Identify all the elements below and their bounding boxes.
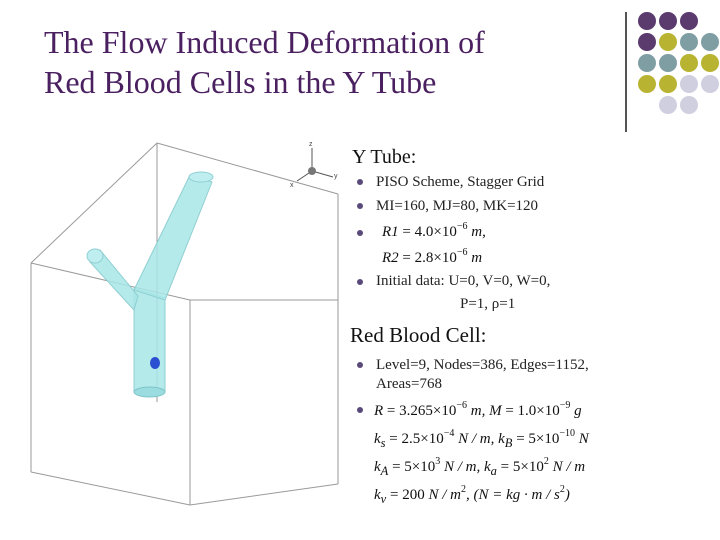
axis-label-z: z [309,141,313,148]
r2-symbol: R2 [382,250,399,266]
eq1-m: M [489,403,502,419]
eq4-newton-exp: 2 [559,484,565,495]
eq1-m-unit: g [570,403,582,419]
slide-title: The Flow Induced Deformation of Red Bloo… [44,22,604,102]
eq1-r: R [374,403,384,419]
dot [638,54,656,72]
rbc-ks-kb-equation: ks = 2.5×10−4 N / m, kB = 5×10−10 N [374,428,589,452]
y-tube-bullet-scheme: PISO Scheme, Stagger Grid [376,174,545,190]
rbc-heading: Red Blood Cell: [350,323,487,347]
eq2-unit: N / m, [454,431,499,447]
eq4-close: ) [564,487,570,503]
r2-unit: m [467,250,483,266]
eq3-value: = 5×10 [388,459,436,475]
eq1-r-exp: −6 [456,400,467,411]
dot [701,54,719,72]
dot [659,33,677,51]
axis-label-y: y [334,173,338,180]
dot [638,75,656,93]
eq2-k-sub: s [380,436,386,450]
r1-unit: m, [467,224,486,240]
eq2-kb-sub: B [504,436,513,450]
eq3-unit: N / m, [440,459,484,475]
decorative-dot-grid [638,12,719,114]
y-tube [86,171,214,398]
eq3-ka-sub: a [490,464,497,478]
axis-label-x: x [290,182,294,189]
eq3-ka: k [484,459,491,475]
bullet-dot [357,230,363,236]
dot [659,96,677,114]
initial-data-line-2: P=1, ρ=1 [460,296,516,312]
rbc-mesh-line-2: Areas=768 [376,376,442,392]
eq3-ka-value: = 5×10 [496,459,544,475]
eq1-r-value: = 3.265×10 [383,403,457,419]
bullet-dot [357,203,363,209]
eq1-r-unit: m, [466,403,490,419]
title-line-1: The Flow Induced Deformation of [44,24,485,60]
eq1-m-value: = 1.0×10 [501,403,560,419]
eq1-m-exp: −9 [559,400,571,411]
r1-symbol: R1 [382,224,399,240]
eq2-exp: −4 [443,428,455,439]
bullet-dot [357,362,363,368]
eq3-exp: 3 [435,456,441,467]
dot [680,75,698,93]
radius-r1-equation: R1 = 4.0×10−6 m, [382,221,486,241]
bullet-dot [357,407,363,413]
initial-data-line-1: Initial data: U=0, V=0, W=0, [376,273,551,289]
r2-value: = 2.8×10 [398,250,457,266]
eq3-ka-exp: 2 [543,456,549,467]
r1-value: = 4.0×10 [398,224,457,240]
axis-triad: z x y [290,141,338,189]
radius-r2-equation: R2 = 2.8×10−6 m [382,247,483,267]
bullet-dot [357,179,363,185]
y-tube-bullet-grid: MI=160, MJ=80, MK=120 [376,198,539,214]
rbc-kv-equation: kv = 200 N / m2, (N = kg · m / s2) [374,484,570,508]
eq4-unit: N / m [428,487,461,503]
dot [680,54,698,72]
eq4-value: = 200 [386,487,429,503]
red-blood-cell [150,357,160,369]
title-divider [625,12,627,132]
eq3-k: k [374,459,381,475]
dot [701,33,719,51]
eq4-newton-def: , (N = kg · m / s [465,487,560,503]
dot [680,33,698,51]
eq3-ka-unit: N / m [548,459,586,475]
rbc-mesh-line-1: Level=9, Nodes=386, Edges=1152, [376,357,589,373]
dot [701,75,719,93]
r2-exponent: −6 [456,247,468,258]
dot [659,54,677,72]
eq2-kb: k [498,431,505,447]
title-line-2: Red Blood Cells in the Y Tube [44,64,437,100]
eq2-kb-unit: N [575,431,589,447]
rbc-ka-ka-equation: kA = 5×103 N / m, ka = 5×102 N / m [374,456,586,480]
eq2-kb-value: = 5×10 [512,431,560,447]
r1-exponent: −6 [456,221,468,232]
y-tube-heading: Y Tube: [352,146,417,168]
bullet-dot [357,279,363,285]
dot [659,75,677,93]
eq2-kb-exp: −10 [559,428,575,439]
eq4-k: k [374,487,381,503]
dot [659,12,677,30]
rbc-radius-mass-equation: R = 3.265×10−6 m, M = 1.0×10−9 g [374,400,582,420]
eq4-unit-exp: 2 [460,484,466,495]
eq2-k: k [374,431,381,447]
dot [680,96,698,114]
dot [680,12,698,30]
dot [638,12,656,30]
dot [638,33,656,51]
eq3-k-sub: A [380,464,389,478]
eq2-value: = 2.5×10 [385,431,444,447]
eq4-k-sub: v [380,492,387,506]
